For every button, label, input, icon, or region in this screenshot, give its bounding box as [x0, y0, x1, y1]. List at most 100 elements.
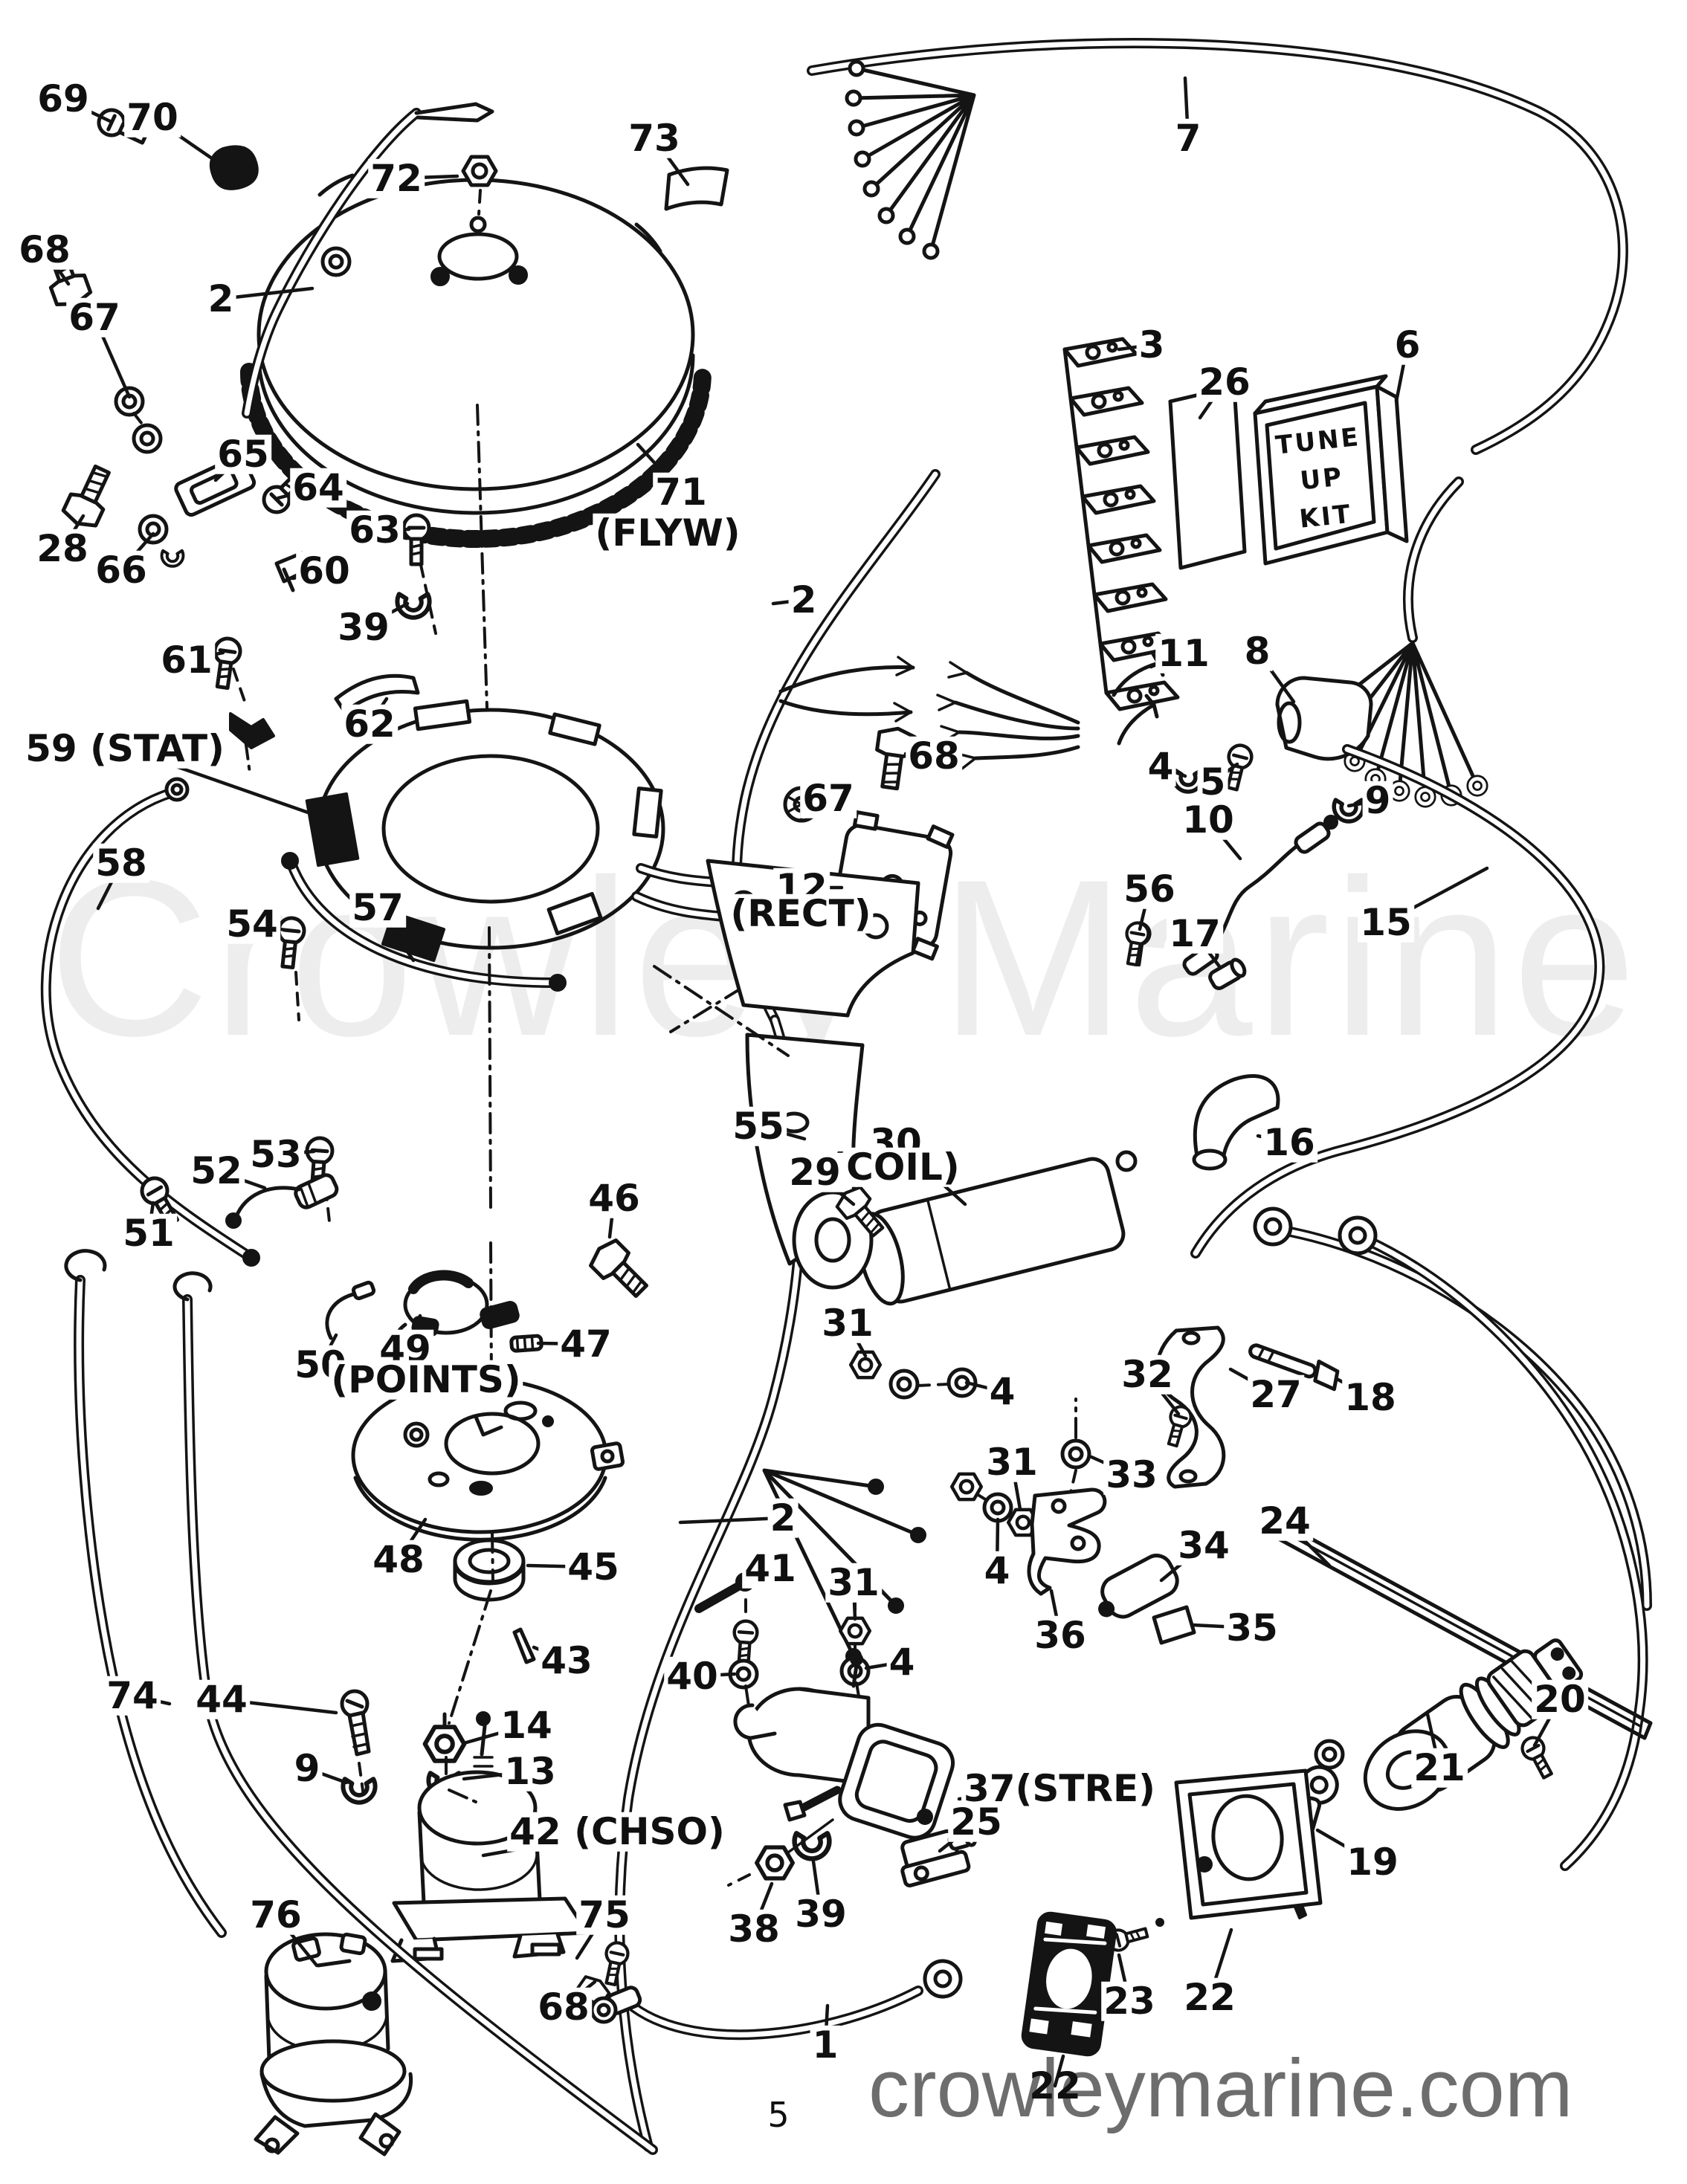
callout-3: 3	[1136, 326, 1167, 365]
callout-65: 65	[215, 435, 271, 474]
callout-67a: 67	[66, 298, 123, 337]
tune-up-kit-label: TUNE UP KIT	[1274, 421, 1362, 534]
callout-9b: 9	[291, 1749, 323, 1789]
callout-23: 23	[1101, 1982, 1158, 2021]
callout-63: 63	[346, 511, 403, 550]
callout-74: 74	[104, 1676, 161, 1716]
callout-13: 13	[502, 1752, 558, 1792]
callout-40: 40	[664, 1657, 720, 1696]
rectifier-centerline	[669, 928, 839, 1033]
harness-7-drawing	[807, 38, 1628, 808]
choke-motor-drawing	[254, 1932, 413, 2156]
callout-68c: 68	[535, 1988, 592, 2027]
callout-71b: (FLYW)	[593, 514, 743, 553]
callout-67b: 67	[800, 779, 857, 818]
callout-39b: 39	[793, 1895, 849, 1934]
callout-56: 56	[1121, 870, 1178, 909]
starter-solenoid-drawing	[727, 1652, 955, 1887]
callout-26: 26	[1196, 363, 1253, 402]
callout-46: 46	[586, 1179, 642, 1218]
callout-47: 47	[558, 1325, 614, 1364]
leader-22b	[1053, 2054, 1065, 2088]
callout-64: 64	[290, 468, 346, 508]
callout-55: 55	[730, 1107, 787, 1146]
callout-66: 66	[93, 551, 149, 590]
trigger-parts	[210, 551, 429, 775]
mount-bracket-parts	[1027, 1487, 1196, 1645]
callout-4-2: 4	[981, 1551, 1013, 1591]
callout-5: 5	[1197, 763, 1228, 802]
callout-10: 10	[1180, 801, 1236, 840]
callout-27: 27	[1248, 1375, 1304, 1415]
callout-57: 57	[349, 888, 406, 928]
callout-72: 72	[368, 159, 425, 198]
callout-71: 71	[653, 473, 709, 512]
callout-73: 73	[626, 119, 683, 158]
callout-11: 11	[1155, 634, 1212, 673]
top-left-fasteners	[39, 102, 494, 635]
callout-4a: 4	[1145, 747, 1176, 786]
callout-49b: (POINTS)	[329, 1360, 523, 1400]
callout-68b: 68	[906, 737, 962, 776]
callout-35: 35	[1224, 1609, 1280, 1648]
callout-21: 21	[1411, 1748, 1468, 1788]
battery-cables-drawing	[1062, 1209, 1652, 1871]
callout-4-1: 4	[987, 1372, 1018, 1412]
callout-33: 33	[1103, 1456, 1160, 1495]
tune-up-kit-box	[1168, 374, 1409, 570]
leader-2c	[678, 1516, 785, 1525]
callout-20: 20	[1532, 1680, 1588, 1719]
callout-31-3: 31	[825, 1563, 882, 1603]
plug-boot-and-leads	[1112, 650, 1605, 1259]
callout-19: 19	[1344, 1843, 1401, 1882]
callout-25: 25	[948, 1803, 1004, 1842]
callout-7: 7	[1172, 119, 1204, 158]
callout-6: 6	[1392, 326, 1423, 365]
callout-14: 14	[498, 1706, 555, 1745]
callout-30b: (COIL)	[827, 1148, 962, 1187]
callout-31-2: 31	[984, 1443, 1040, 1482]
callout-62: 62	[341, 705, 398, 744]
callout-37: 37(STRE)	[961, 1769, 1158, 1809]
callout-8: 8	[1242, 632, 1273, 671]
callout-18: 18	[1342, 1378, 1399, 1418]
callout-38: 38	[726, 1910, 782, 1949]
callout-48: 48	[370, 1540, 427, 1580]
ground-cable-drawing	[590, 1961, 961, 2041]
callout-45: 45	[565, 1548, 622, 1587]
callout-15: 15	[1358, 903, 1414, 943]
callout-17: 17	[1167, 914, 1223, 954]
callout-76: 76	[248, 1896, 304, 1935]
callout-2c: 2	[767, 1499, 799, 1538]
points-plate-drawing	[325, 1236, 654, 1602]
callout-58: 58	[93, 844, 149, 883]
leader-2a	[219, 286, 315, 301]
mid-left-fasteners	[138, 917, 339, 1229]
callout-68a: 68	[16, 230, 73, 270]
callout-2a: 2	[205, 280, 236, 319]
callout-9a: 9	[1362, 781, 1393, 821]
callout-29: 29	[787, 1153, 843, 1192]
callout-42: 42 (CHSO)	[507, 1812, 727, 1852]
callout-70: 70	[124, 98, 181, 138]
callout-51: 51	[120, 1214, 177, 1253]
callout-39a: 39	[335, 608, 392, 647]
callout-22a: 22	[1181, 1978, 1238, 2017]
callout-52: 52	[188, 1151, 245, 1191]
callout-41: 41	[742, 1549, 799, 1589]
watermark-crowleymarine-url: crowleymarine.com	[868, 2043, 1573, 2134]
callout-24: 24	[1257, 1502, 1313, 1541]
coil-drawing	[792, 922, 1280, 1306]
callout-69: 69	[35, 80, 91, 119]
callout-1: 1	[810, 2026, 841, 2065]
callout-36: 36	[1032, 1616, 1088, 1655]
callout-54: 54	[224, 905, 280, 944]
callout-31-1: 31	[819, 1304, 876, 1343]
callout-75: 75	[576, 1896, 633, 1935]
callout-2b: 2	[788, 581, 819, 620]
callout-53: 53	[248, 1135, 304, 1175]
callout-43: 43	[538, 1641, 595, 1681]
callout-61: 61	[158, 641, 215, 680]
